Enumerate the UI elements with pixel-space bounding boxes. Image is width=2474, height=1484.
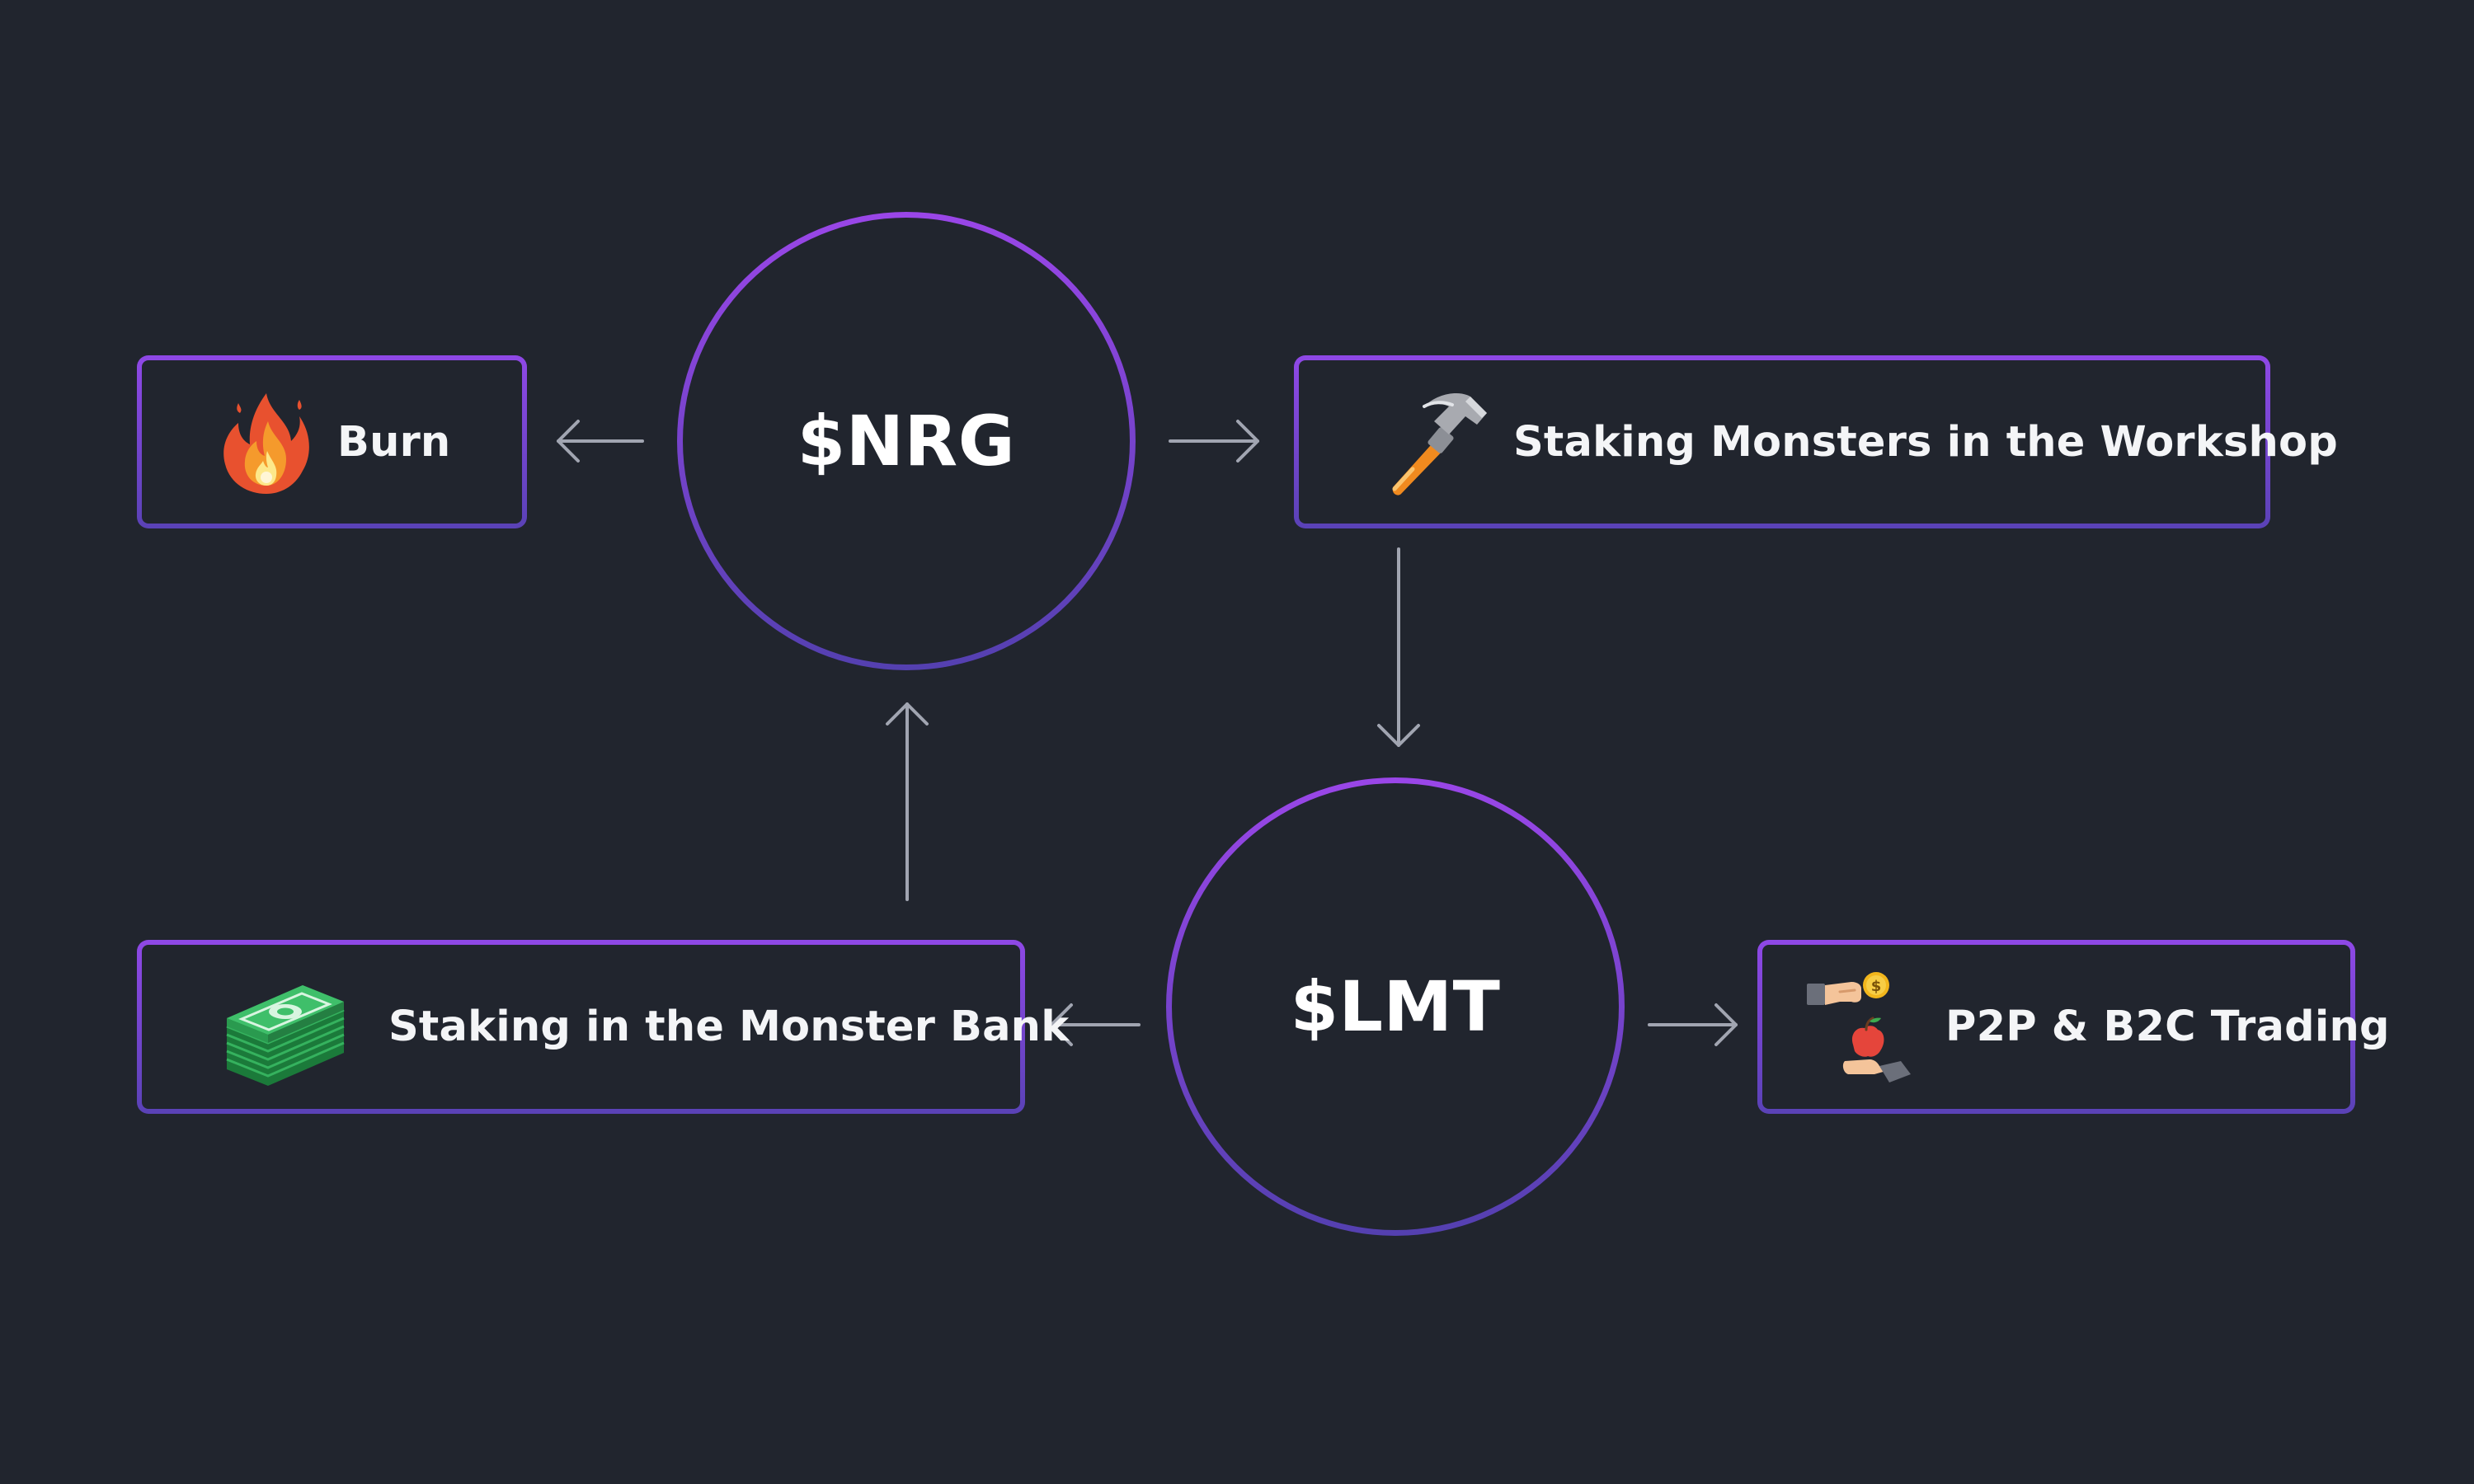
workshop-label: Staking Monsters in the Workshop	[1513, 417, 2338, 467]
lmt-token-node: $LMT	[1166, 777, 1625, 1236]
arrow-nrg-to-burn	[557, 420, 644, 463]
arrow-workshop-to-lmt	[1377, 547, 1420, 747]
bank-node: Staking in the Monster Bank	[137, 940, 1069, 1114]
nrg-token-label: $NRG	[797, 401, 1016, 481]
workshop-node: Staking Monsters in the Workshop	[1294, 355, 2338, 528]
burn-label: Burn	[337, 417, 451, 467]
burn-node: Burn	[137, 355, 527, 528]
money-stack-icon	[226, 984, 345, 1086]
arrow-lmt-to-trading	[1648, 1003, 1738, 1046]
trading-label: P2P & B2C Trading	[1945, 1003, 2390, 1051]
hammer-icon	[1392, 393, 1487, 495]
svg-text:$: $	[1871, 978, 1882, 995]
trade-exchange-icon: $	[1807, 971, 1911, 1082]
arrow-nrg-to-workshop	[1169, 420, 1259, 463]
trading-node: $ P2P & B2C Trading	[1757, 940, 2390, 1114]
lmt-token-label: $LMT	[1290, 966, 1501, 1047]
arrow-bank-to-nrg	[886, 702, 929, 901]
nrg-token-node: $NRG	[677, 212, 1136, 670]
bank-label: Staking in the Monster Bank	[388, 1003, 1070, 1051]
fire-icon	[223, 393, 309, 494]
